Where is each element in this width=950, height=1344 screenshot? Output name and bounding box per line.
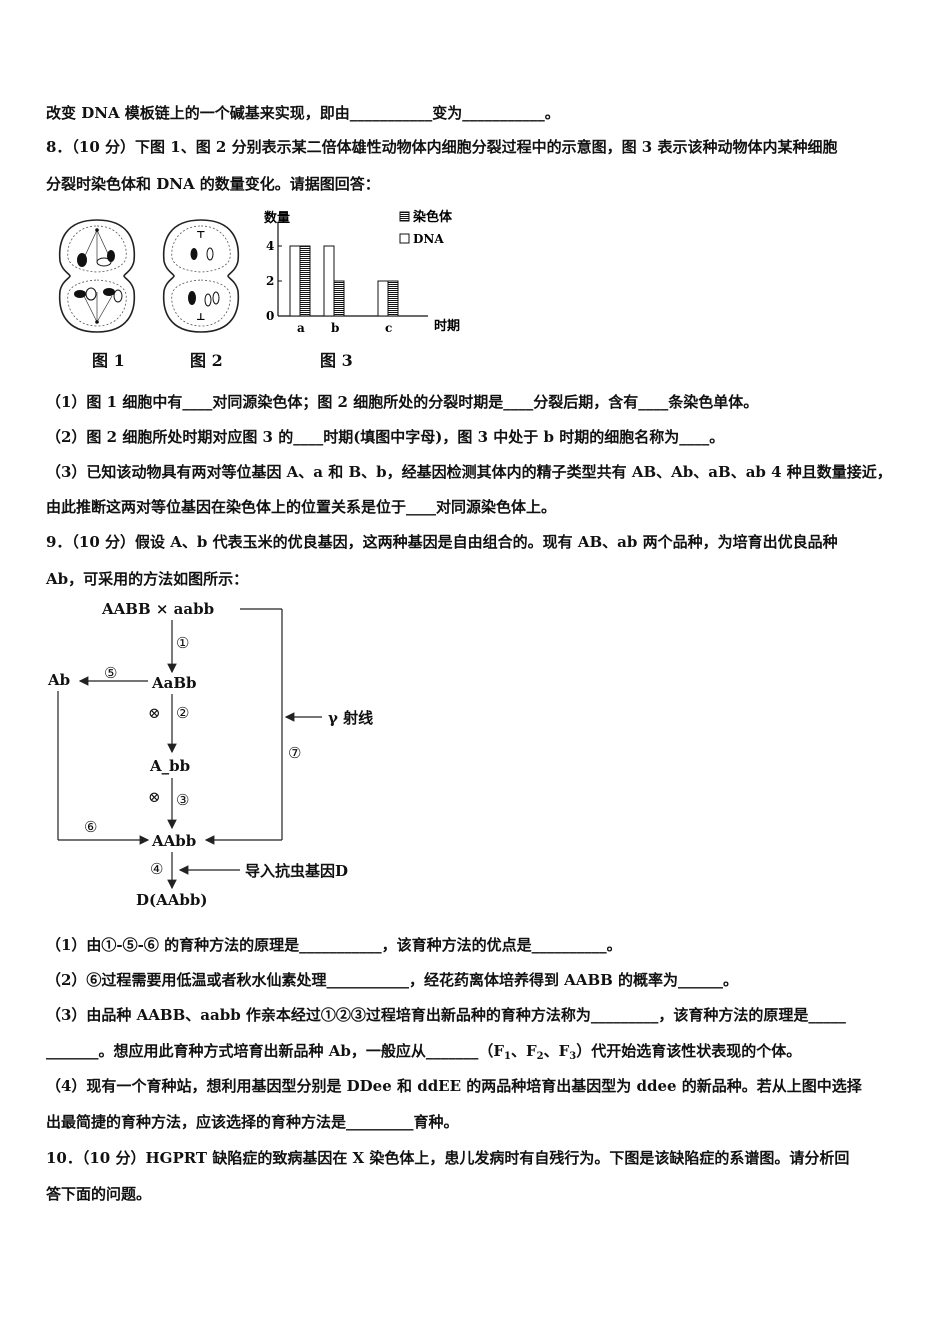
line-text: 分裂时染色体和 DNA 的数量变化。请据图回答：	[46, 175, 380, 193]
line-text: 改变 DNA 模板链上的一个碱基来实现，即由___________变为_____…	[46, 104, 560, 122]
line-text: 8．（10 分）下图 1、图 2 分别表示某二倍体雄性动物体内细胞分裂过程中的示…	[46, 138, 838, 156]
step-7: ⑦	[288, 744, 301, 762]
self-symbol-2: ⊗	[148, 788, 161, 806]
line-text: _______。想应用此育种方式培育出新品种 Ab，一般应从_______（F	[46, 1042, 505, 1060]
a-bb-text: A_bb	[149, 757, 190, 775]
gamma-text: γ 射线	[328, 709, 373, 727]
dabb-text: D(AAbb)	[136, 891, 207, 909]
line-text: Ab，可采用的方法如图所示：	[46, 570, 249, 588]
text-line: Ab，可采用的方法如图所示：	[46, 569, 248, 589]
text-line: 8．（10 分）下图 1、图 2 分别表示某二倍体雄性动物体内细胞分裂过程中的示…	[46, 137, 837, 157]
subscript: 1	[504, 1051, 511, 1062]
legend-label-dna: DNA	[413, 232, 444, 246]
text-line: 出最简捷的育种方法，应该选择的育种方法是_________育种。	[46, 1112, 459, 1132]
step-6: ⑥	[84, 818, 97, 836]
x-tick-label: c	[385, 321, 392, 335]
line-text: （4）现有一个育种站，想利用基因型分别是 DDee 和 ddEE 的两品种培育出…	[46, 1077, 862, 1095]
text-line: 分裂时染色体和 DNA 的数量变化。请据图回答：	[46, 174, 380, 194]
dna-bar	[323, 245, 335, 317]
text-line: （2）图 2 细胞所处时期对应图 3 的____时期(填图中字母)，图 3 中处…	[46, 427, 724, 447]
line-text: 出最简捷的育种方法，应该选择的育种方法是_________育种。	[46, 1113, 459, 1131]
line-text: （2）⑥过程需要用低温或者秋水仙素处理___________，经花药离体培养得到…	[46, 971, 739, 989]
subscript: 3	[569, 1051, 577, 1062]
dna-bar	[377, 280, 389, 317]
text-line: （1）图 1 细胞中有____对同源染色体；图 2 细胞所处的分裂时期是____…	[46, 392, 758, 412]
text-line: _______。想应用此育种方式培育出新品种 Ab，一般应从_______（F1…	[46, 1041, 801, 1067]
figure-3-label: 图 3	[320, 351, 353, 370]
x-tick-label: b	[331, 321, 339, 335]
y-axis-label: 数量	[264, 210, 290, 226]
text-line: （2）⑥过程需要用低温或者秋水仙素处理___________，经花药离体培养得到…	[46, 970, 738, 990]
text-line: 9．（10 分）假设 A、b 代表玉米的优良基因，这两种基因是自由组合的。现有 …	[46, 532, 838, 552]
figure-1-label: 图 1	[92, 351, 125, 370]
text-line: （4）现有一个育种站，想利用基因型分别是 DDee 和 ddEE 的两品种培育出…	[46, 1076, 862, 1096]
line-text: 由此推断这两对等位基因在染色体上的位置关系是位于____对同源染色体上。	[46, 498, 557, 516]
gene-text: 导入抗虫基因D	[245, 862, 348, 880]
text-line: （3）由品种 AABB、aabb 作亲本经过①②③过程培育出新品种的育种方法称为…	[46, 1005, 846, 1025]
text-line: 答下面的问题。	[46, 1184, 151, 1204]
legend-swatch-chromosome	[399, 211, 410, 222]
line-text: （3）已知该动物具有两对等位基因 A、a 和 B、b，经基因检测其体内的精子类型…	[46, 463, 892, 481]
step-4: ④	[150, 860, 163, 878]
svg-text:⊤: ⊤	[196, 230, 206, 241]
chromosome-bar	[299, 245, 311, 317]
line-text: （1）由①-⑤-⑥ 的育种方法的原理是___________，该育种方法的优点是…	[46, 936, 622, 954]
y-tick-label: 2	[266, 274, 274, 288]
line-text: 9．（10 分）假设 A、b 代表玉米的优良基因，这两种基因是自由组合的。现有 …	[46, 533, 838, 551]
step-5: ⑤	[104, 664, 117, 682]
breeding-flow-diagram: AABB × aabb AaBb Ab A_bb AAbb D(AAbb) γ …	[47, 600, 373, 909]
chromosome-bar	[333, 280, 345, 317]
x-tick-label: a	[297, 321, 305, 335]
legend-swatch-dna	[399, 233, 410, 244]
line-text: 10．（10 分）HGPRT 缺陷症的致病基因在 X 染色体上，患儿发病时有自残…	[46, 1149, 850, 1167]
ab-text: Ab	[47, 671, 70, 689]
line-text: 答下面的问题。	[46, 1185, 152, 1203]
line-text-part: 、F	[543, 1042, 570, 1060]
legend-label-chromosome: 染色体	[412, 209, 453, 225]
text-line: 由此推断这两对等位基因在染色体上的位置关系是位于____对同源染色体上。	[46, 497, 556, 517]
cell-figure-2: ⊤ ⊥	[162, 219, 240, 333]
line-text: （3）由品种 AABB、aabb 作亲本经过①②③过程培育出新品种的育种方法称为…	[46, 1006, 846, 1024]
cell-figure-1	[58, 219, 136, 333]
line-text-part: 、F	[510, 1042, 537, 1060]
dna-bar	[289, 245, 301, 317]
text-line: （1）由①-⑤-⑥ 的育种方法的原理是___________，该育种方法的优点是…	[46, 935, 622, 955]
y-tick-label: 4	[266, 239, 274, 253]
y-tick-label: 0	[266, 309, 274, 323]
chromosome-bar	[387, 280, 399, 317]
subscript: 2	[536, 1051, 544, 1062]
figure-2-label: 图 2	[190, 351, 223, 370]
parents-text: AABB × aabb	[101, 600, 214, 618]
step-3: ③	[176, 791, 189, 809]
text-line: 改变 DNA 模板链上的一个碱基来实现，即由___________变为_____…	[46, 103, 560, 123]
self-symbol-1: ⊗	[148, 704, 161, 722]
svg-text:⊥: ⊥	[196, 312, 206, 323]
line-text-part: ）代开始选育该性状表现的个体。	[576, 1042, 802, 1060]
line-text: （1）图 1 细胞中有____对同源染色体；图 2 细胞所处的分裂时期是____…	[46, 393, 759, 411]
line-text: （2）图 2 细胞所处时期对应图 3 的____时期(填图中字母)，图 3 中处…	[46, 428, 725, 446]
step-2: ②	[176, 704, 189, 722]
aabb1-text: AaBb	[151, 674, 197, 692]
step-1: ①	[176, 634, 189, 652]
text-line: 10．（10 分）HGPRT 缺陷症的致病基因在 X 染色体上，患儿发病时有自残…	[46, 1148, 849, 1168]
text-line: （3）已知该动物具有两对等位基因 A、a 和 B、b，经基因检测其体内的精子类型…	[46, 462, 892, 482]
x-axis-label: 时期	[434, 318, 460, 334]
aabb2-text: AAbb	[151, 832, 196, 850]
